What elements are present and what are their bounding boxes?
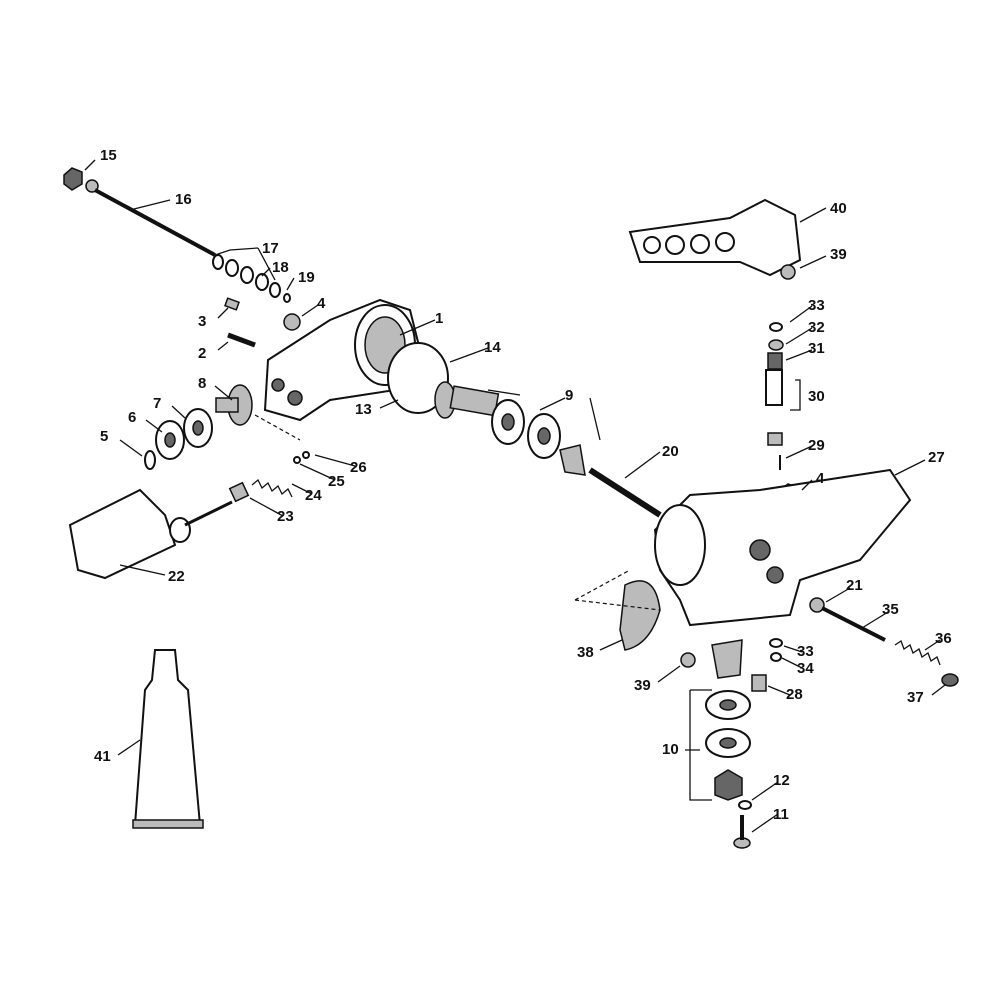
label-28: 28 bbox=[786, 686, 803, 703]
part-39-screw bbox=[780, 264, 796, 280]
part-35-bolt bbox=[821, 606, 886, 642]
label-8: 8 bbox=[198, 375, 206, 392]
part-24-spring bbox=[251, 478, 293, 498]
part-bearings-5-8 bbox=[144, 384, 253, 470]
part-20-shaft bbox=[588, 467, 662, 518]
label-39: 39 bbox=[830, 246, 847, 263]
label-15: 15 bbox=[100, 147, 117, 164]
part-9-shaft-bearings bbox=[434, 381, 586, 476]
part-21-nut bbox=[809, 597, 825, 613]
label-11: 11 bbox=[773, 806, 789, 823]
label-25: 25 bbox=[328, 473, 345, 490]
label-17: 17 bbox=[262, 240, 279, 257]
label-6: 6 bbox=[128, 409, 136, 426]
label-26: 26 bbox=[350, 459, 367, 476]
label-23: 23 bbox=[277, 508, 294, 525]
label-22: 22 bbox=[168, 568, 185, 585]
part-17-washers bbox=[212, 254, 291, 303]
part-33-washer bbox=[769, 638, 783, 648]
label-39-lower: 39 bbox=[634, 677, 651, 694]
part-40-lever bbox=[628, 198, 802, 277]
label-37: 37 bbox=[907, 689, 924, 706]
part-13-ring bbox=[387, 342, 449, 414]
part-11-screw bbox=[733, 815, 751, 849]
part-23-sleeve bbox=[228, 481, 250, 503]
label-21: 21 bbox=[846, 577, 863, 594]
label-24: 24 bbox=[305, 487, 322, 504]
label-16: 16 bbox=[175, 191, 192, 208]
label-33-lower: 33 bbox=[797, 643, 814, 660]
part-41-grease-tube bbox=[132, 649, 204, 829]
label-32: 32 bbox=[808, 319, 825, 336]
part-12-washer bbox=[738, 800, 752, 810]
label-35: 35 bbox=[882, 601, 899, 618]
label-4-right: 4 bbox=[816, 470, 825, 487]
part-4-plug bbox=[283, 313, 301, 331]
part-16-rod bbox=[94, 188, 216, 257]
label-7: 7 bbox=[153, 395, 161, 412]
part-39-screw-lower bbox=[680, 652, 696, 668]
label-1: 1 bbox=[435, 310, 443, 327]
label-19: 19 bbox=[298, 269, 315, 286]
part-34-ring bbox=[770, 652, 782, 662]
label-10: 10 bbox=[662, 741, 679, 758]
label-12: 12 bbox=[773, 772, 790, 789]
label-36: 36 bbox=[935, 630, 952, 647]
label-31: 31 bbox=[808, 340, 825, 357]
label-33: 33 bbox=[808, 297, 825, 314]
label-30: 30 bbox=[808, 388, 825, 405]
part-38-clip bbox=[619, 580, 661, 651]
label-13: 13 bbox=[355, 401, 372, 418]
label-2: 2 bbox=[198, 345, 206, 362]
part-15-nut bbox=[63, 167, 99, 193]
label-20: 20 bbox=[662, 443, 679, 460]
part-37-cap bbox=[941, 673, 959, 687]
part-25-ball bbox=[293, 456, 301, 464]
dashed-guide-left bbox=[254, 414, 301, 441]
part-2-screw bbox=[227, 332, 256, 348]
label-4: 4 bbox=[317, 295, 326, 312]
label-18: 18 bbox=[272, 259, 289, 276]
label-40: 40 bbox=[830, 200, 847, 217]
leader-lines bbox=[84, 159, 946, 833]
part-22-handle bbox=[68, 488, 233, 580]
part-27-gear-housing bbox=[653, 468, 912, 627]
label-29: 29 bbox=[808, 437, 825, 454]
part-3-screw bbox=[224, 297, 240, 311]
part-30-33-pin-stack bbox=[765, 322, 784, 470]
part-26-ring bbox=[302, 451, 310, 459]
label-14: 14 bbox=[484, 339, 501, 356]
label-38: 38 bbox=[577, 644, 594, 661]
part-10-gear-bearings bbox=[705, 639, 751, 801]
label-34: 34 bbox=[797, 660, 814, 677]
part-28-sleeve bbox=[751, 674, 767, 692]
label-3: 3 bbox=[198, 313, 206, 330]
part-36-spring bbox=[894, 640, 941, 666]
label-9: 9 bbox=[565, 387, 573, 404]
part-labels: 15 16 17 18 19 3 4 1 2 14 13 8 7 9 6 5 2… bbox=[94, 147, 952, 823]
dashed-guide-right bbox=[574, 569, 661, 611]
label-5: 5 bbox=[100, 428, 108, 445]
label-41: 41 bbox=[94, 748, 111, 765]
label-27: 27 bbox=[928, 449, 945, 466]
